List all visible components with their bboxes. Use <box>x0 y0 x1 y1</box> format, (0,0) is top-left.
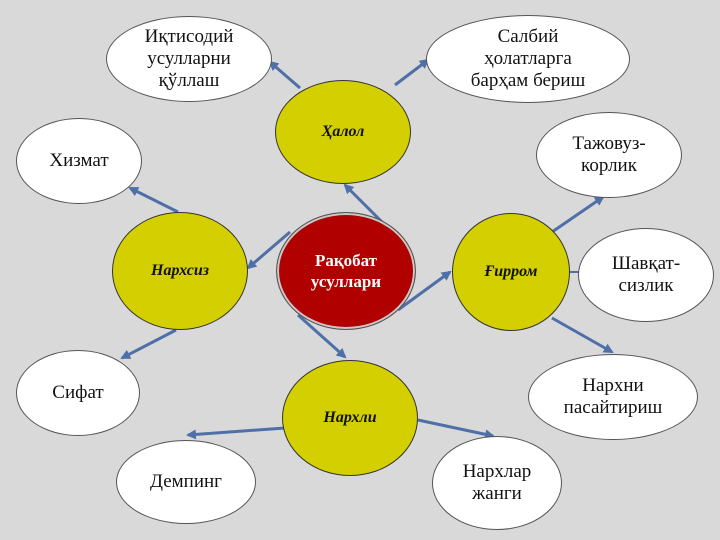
node-narxli: Нархли <box>282 360 418 476</box>
node-sifat: Сифат <box>16 350 140 436</box>
node-halol: Ҳалол <box>275 80 411 184</box>
arrow-g-irrom-to-narxni <box>551 316 614 354</box>
arrow-narxsiz-to-xizmat <box>128 186 179 214</box>
arrow-halol-to-iqtisodiy <box>268 60 301 90</box>
node-raqobat-usullari: Рақобат усуллари <box>276 212 416 330</box>
arrow-narxli-to-demping <box>186 426 286 440</box>
node-demping: Демпинг <box>116 440 256 524</box>
arrow-center-to-g-irrom <box>397 270 452 312</box>
node-tajovuzkorlik: Тажовуз- корлик <box>536 112 682 198</box>
arrow-center-to-narxsiz <box>246 230 291 270</box>
arrow-g-irrom-to-tajovuz <box>551 195 605 234</box>
arrow-narxli-to-narxlar <box>417 418 495 440</box>
node-shavqatsizlik: Шавқат- сизлик <box>578 228 714 322</box>
node-narxsiz: Нархсиз <box>112 212 248 330</box>
node-iqtisodiy-usullarni-qullash: Иқтисодий усулларни қўллаш <box>106 16 272 102</box>
node-narxni-pasaytirish: Нархни пасайтириш <box>528 354 698 440</box>
node-narxlar-jangi: Нархлар жанги <box>432 436 562 530</box>
arrow-narxsiz-to-sifat <box>120 328 177 360</box>
node-xizmat: Хизмат <box>16 118 142 204</box>
node-g-irrom: Ғирром <box>452 213 570 331</box>
node-salbiy-holatlarga-barham-berish: Салбий ҳолатларга барҳам бериш <box>426 15 630 103</box>
arrow-center-to-narxli <box>297 313 347 359</box>
arrow-halol-to-salbiy <box>394 58 430 87</box>
